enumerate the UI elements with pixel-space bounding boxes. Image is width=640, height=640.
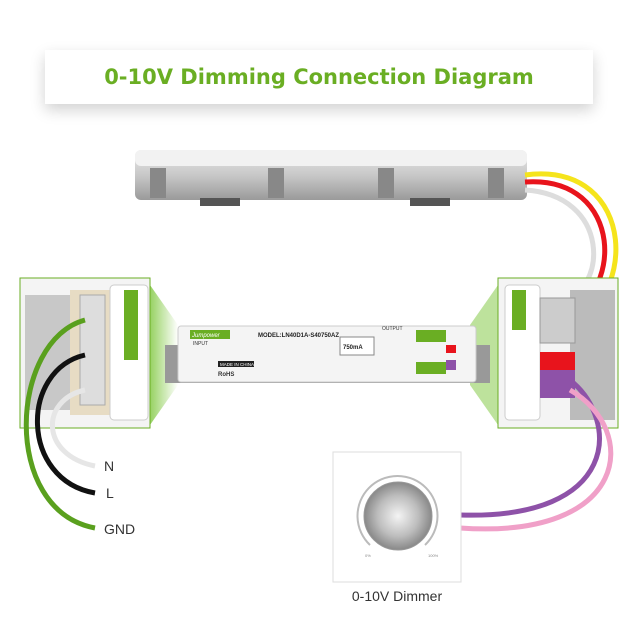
driver-input-label: INPUT [193,341,208,347]
title-banner: 0-10V Dimming Connection Diagram [45,50,593,104]
page-title: 0-10V Dimming Connection Diagram [104,65,534,89]
driver-cert: RoHS [218,372,234,378]
dimmer-label: 0-10V Dimmer [351,588,443,604]
driver-model: MODEL:LN40D1A-S40750AZ [258,333,339,339]
left-highlight [150,285,178,425]
neutral-wire [49,387,96,469]
live-wire [35,352,96,496]
driver-output-label: OUTPUT [382,326,403,332]
led-driver [165,325,490,383]
driver-brand: Jumpower [191,333,221,339]
dimmer-panel[interactable] [332,451,462,583]
dimmer-min: 0% [365,553,371,558]
label-neutral: N [104,458,115,474]
dimmer-max: 100% [428,553,439,558]
driver-made-in: MADE IN CHINA [220,362,254,367]
right-terminal-inset [497,277,619,429]
dimmer-knob[interactable] [363,481,433,551]
purple-wire [459,378,602,518]
ground-wire [23,317,96,531]
led-fixture [135,150,527,206]
label-ground: GND [104,521,136,537]
pink-wire [459,387,614,532]
label-live: L [106,485,114,501]
driver-current: 750mA [343,345,363,351]
